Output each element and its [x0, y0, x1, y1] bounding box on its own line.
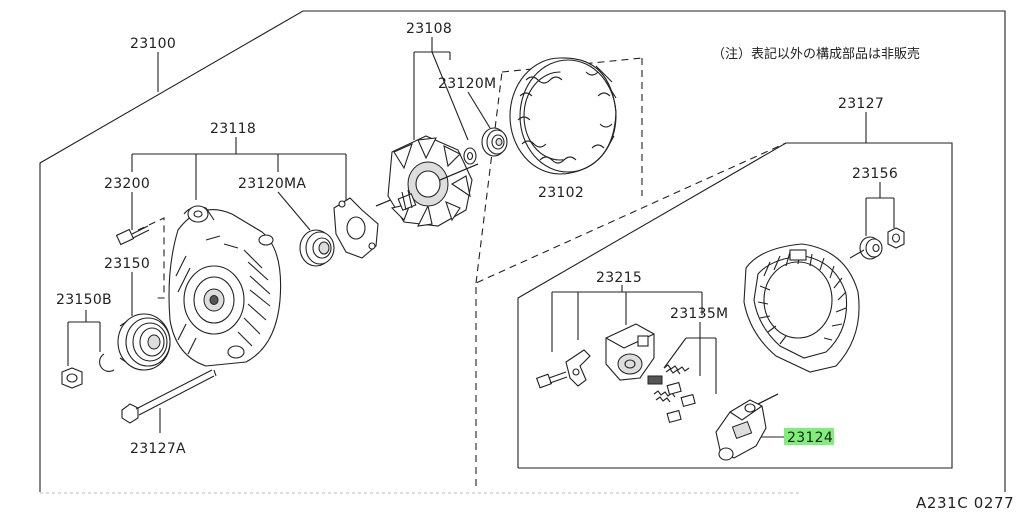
label-23118: 23118 [210, 121, 256, 137]
label-23150b: 23150B [56, 292, 112, 308]
washer-23108 [463, 147, 477, 165]
label-23215: 23215 [596, 270, 642, 286]
label-23120ma: 23120MA [238, 176, 306, 192]
stator-23102 [509, 57, 617, 175]
label-23100: 23100 [130, 36, 176, 52]
bearing-23120m [481, 127, 508, 157]
label-23124: 23124 [787, 430, 833, 446]
assembly-frame [39, 10, 1006, 492]
rear-cover-slots [757, 251, 847, 345]
terminal-bracket [565, 349, 591, 387]
screw-23200 [115, 225, 150, 246]
label-23150: 23150 [104, 256, 150, 272]
brush-holder-23124 [715, 393, 779, 461]
stator-windings [517, 65, 617, 164]
label-23127: 23127 [838, 96, 884, 112]
label-23127a: 23127A [130, 441, 186, 457]
screw-guide-dashed [137, 217, 165, 299]
label-23135m: 23135M [670, 306, 728, 322]
rotor-23108 [375, 135, 479, 227]
leader-lines [67, 37, 895, 438]
label-23156: 23156 [852, 166, 898, 182]
screw-23215 [535, 371, 568, 389]
label-23108: 23108 [406, 21, 452, 37]
nut-23156 [887, 227, 905, 249]
brush-holder-subframe [517, 142, 953, 469]
regulator-23215 [605, 323, 655, 381]
label-23120m: 23120M [438, 76, 496, 92]
front-housing-23118 [168, 205, 282, 367]
retainer-plate [333, 197, 379, 259]
label-23102: 23102 [538, 185, 584, 201]
pulley-23150 [117, 313, 171, 371]
nut-23150b [61, 367, 83, 389]
label-23200: 23200 [104, 176, 150, 192]
note-not-for-sale: （注）表記以外の構成部品は非販売 [712, 46, 920, 62]
rear-cover-23127 [743, 243, 865, 373]
bolt-23127a [121, 369, 217, 424]
rear-bracket-dashed-frame [475, 57, 787, 486]
insulator-23156 [859, 236, 883, 260]
brush-set-23135m [647, 364, 696, 424]
diagram-code: A231C 0277 [916, 494, 1014, 512]
bearing-23120ma [299, 229, 335, 267]
housing-slots [175, 235, 271, 355]
highlight-23124 [784, 428, 834, 445]
snap-ring [99, 353, 115, 372]
